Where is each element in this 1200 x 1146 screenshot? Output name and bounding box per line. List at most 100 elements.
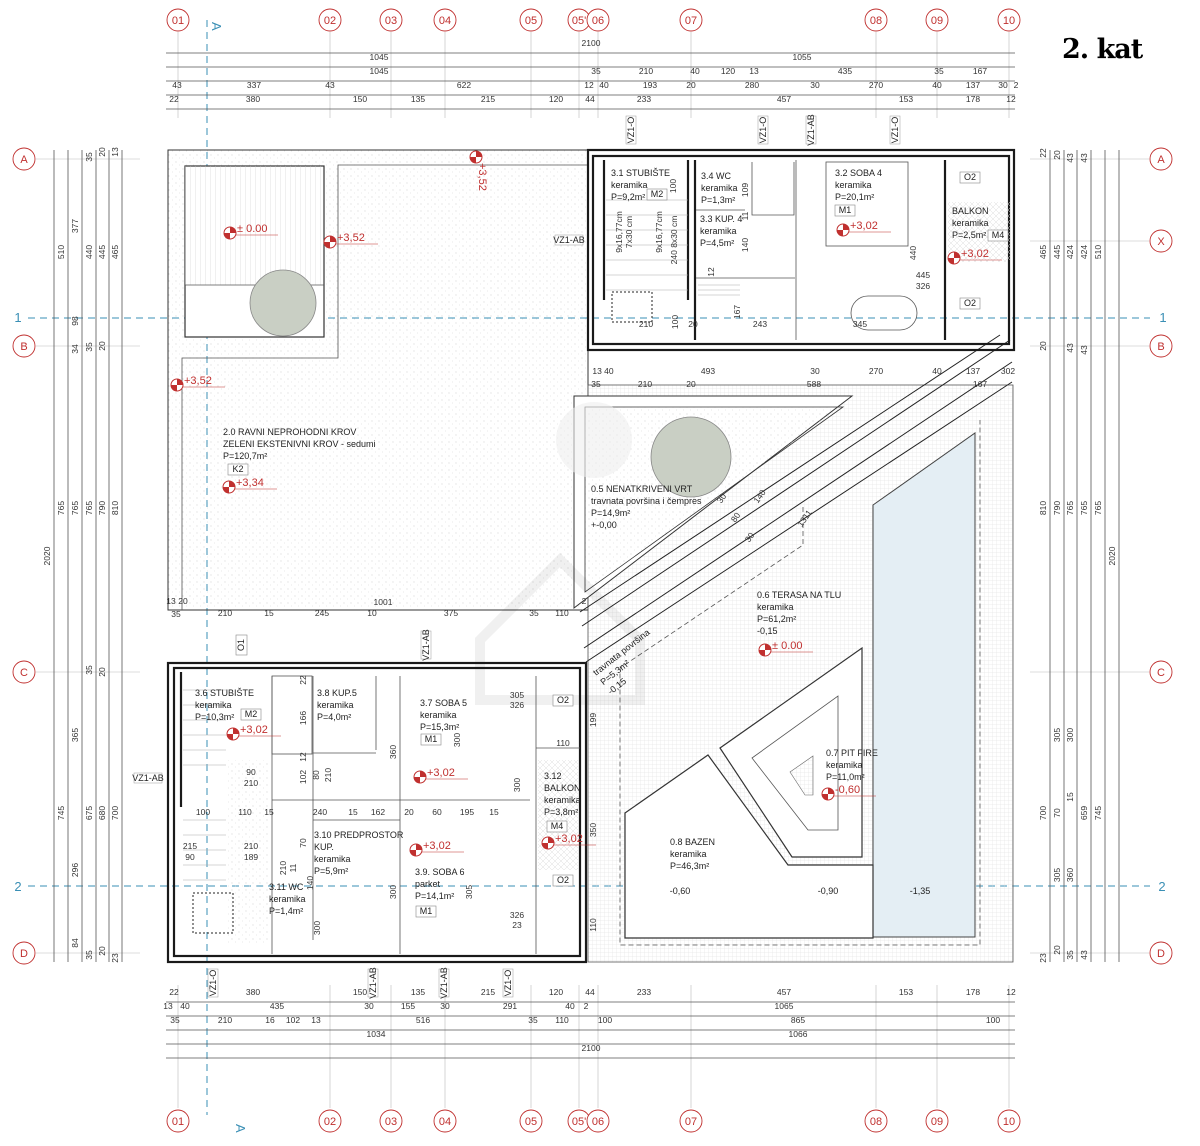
dimension-label: 424 xyxy=(1065,245,1075,259)
wall-type-label: VZ1-AB xyxy=(805,114,817,146)
opening-tag-box xyxy=(227,463,249,476)
opening-tag-box xyxy=(552,694,574,707)
outdoor-area xyxy=(556,334,1014,963)
interior-dimension: 162 xyxy=(371,807,385,817)
wall-type-box xyxy=(420,630,432,660)
room-info: BALKON xyxy=(544,783,581,793)
interior-dimension: 195 xyxy=(460,807,474,817)
dimension-label: 153 xyxy=(899,94,913,104)
wall-type-box xyxy=(554,234,584,246)
dimension-label: 135 xyxy=(411,94,425,104)
interior-dimension: 13 xyxy=(166,596,176,606)
dimension-label: 291 xyxy=(503,1001,517,1011)
dimension-label: 445 xyxy=(1052,245,1062,259)
dimension-label: 2100 xyxy=(582,1043,601,1053)
interior-dimension: 110 xyxy=(556,738,570,748)
dimension-label: 43 xyxy=(325,80,335,90)
dimension-label: 22 xyxy=(169,94,179,104)
opening-tag-box xyxy=(646,188,668,201)
interior-dimension: 326 xyxy=(916,281,930,291)
pool-level-value: -0,60 xyxy=(670,886,691,896)
dimension-label: 13 xyxy=(311,1015,321,1025)
dimension-label: 435 xyxy=(838,66,852,76)
level-marker xyxy=(223,226,278,240)
axis-bubble xyxy=(586,8,610,32)
axis-label-column: 01 xyxy=(172,15,184,27)
interior-dimension: 80 xyxy=(311,770,321,780)
wall-type-label: VZ1-AB xyxy=(132,772,164,784)
dimension-label: 765 xyxy=(70,501,80,515)
pool-level-value: -1,35 xyxy=(910,886,931,896)
interior-dimension: 199 xyxy=(588,713,598,727)
interior-dimension: 210 xyxy=(244,841,258,851)
axis-bubble xyxy=(997,1109,1021,1133)
room-info: KUP. xyxy=(314,842,334,852)
dimension-label: 35 xyxy=(1065,950,1075,960)
dimension-label: 675 xyxy=(84,806,94,820)
dimension-label: 215 xyxy=(481,94,495,104)
dimension-label: 23 xyxy=(1038,953,1048,963)
level-marker-icon xyxy=(759,644,771,656)
opening-tag-box xyxy=(959,297,981,310)
opening-tag-box xyxy=(546,820,568,833)
dimension-label: 167 xyxy=(973,66,987,76)
axis-label-column: 04 xyxy=(439,15,451,27)
dimension-label: 20 xyxy=(1052,150,1062,160)
dimension-label: 120 xyxy=(549,987,563,997)
axis-label-column: 07 xyxy=(685,15,697,27)
opening-tag-label: M2 xyxy=(651,189,664,199)
dimension-label: 137 xyxy=(966,80,980,90)
interior-dimension: 35 xyxy=(529,608,539,618)
interior-dimension: 240 8x30 cm xyxy=(669,216,679,265)
dimension-label: 35 xyxy=(84,152,94,162)
dimension-label: 20 xyxy=(97,341,107,351)
dimension-label: 440 xyxy=(84,245,94,259)
grid-label-2: 2 xyxy=(1158,879,1165,894)
grid-label-2: 2 xyxy=(14,879,21,894)
axis-bubble xyxy=(433,8,457,32)
interior-dimension: 35 xyxy=(171,609,181,619)
dimension-label: 2020 xyxy=(1107,546,1117,565)
dimension-label: 465 xyxy=(1038,245,1048,259)
interior-dimension: 7x30 cm xyxy=(624,216,634,248)
axis-bubble xyxy=(12,334,36,358)
dimension-label: 30 xyxy=(810,80,820,90)
opening-tag-box xyxy=(834,204,856,217)
level-marker xyxy=(409,843,464,857)
axis-label-row: D xyxy=(1157,948,1165,960)
opening-tag: M2 xyxy=(646,188,668,201)
room-info: ZELENI EKSTENIVNI KROV - sedumi xyxy=(223,439,376,449)
interior-dimension: 60 xyxy=(432,807,442,817)
wall-type-text: VZ1-O xyxy=(208,970,218,997)
room-info: keramika xyxy=(269,894,306,904)
axis-label-column: 07 xyxy=(685,1116,697,1128)
dimension-label: 35 xyxy=(84,665,94,675)
wall-type-text: VZ1-O xyxy=(626,117,636,144)
opening-tag-label: K2 xyxy=(232,464,243,474)
axis-label-column: 05' xyxy=(572,15,586,27)
room-info: keramika xyxy=(670,849,707,859)
level-value: +3,02 xyxy=(240,724,268,736)
axis-label-row: C xyxy=(1157,667,1165,679)
dimension-label: 35 xyxy=(84,950,94,960)
level-marker xyxy=(821,787,876,801)
room-info: P=14,1m² xyxy=(415,891,454,901)
level-marker xyxy=(836,223,891,237)
opening-tag: O2 xyxy=(552,694,574,707)
room-name: 3.7 SOBA 5 xyxy=(420,698,467,708)
interior-dimension: 12 xyxy=(706,267,716,277)
level-marker xyxy=(758,643,813,657)
annotations: 0101020203030404050505'05'06060707080809… xyxy=(12,8,1173,1133)
axis-label-row: B xyxy=(20,341,27,353)
wall-type-box xyxy=(133,772,163,784)
interior-dimension: 302 xyxy=(1001,366,1015,376)
dimension-label: 765 xyxy=(1093,501,1103,515)
dimension-label: 659 xyxy=(1079,806,1089,820)
wall-type-box xyxy=(757,115,769,145)
interior-dimension: 210 xyxy=(323,768,333,782)
